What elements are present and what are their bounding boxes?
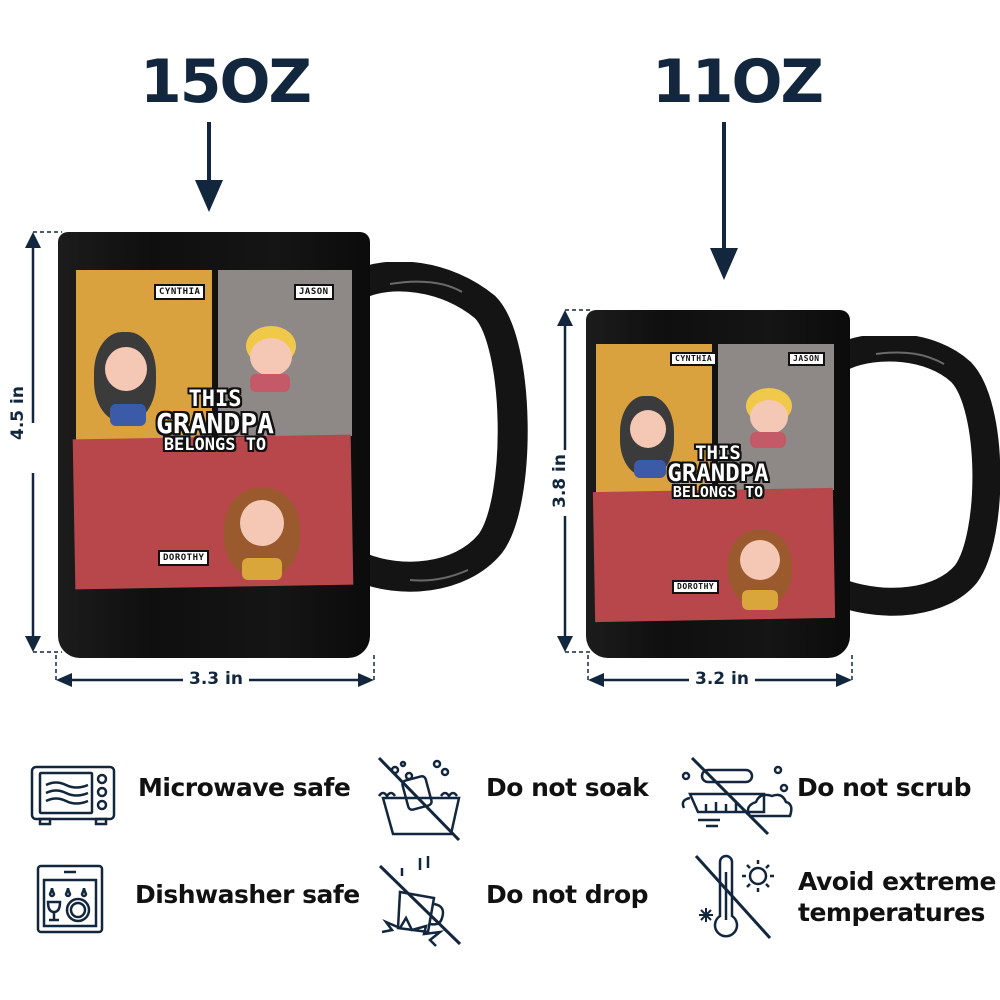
no-drop-icon [378, 856, 462, 947]
name-tag-jason: JASON [788, 352, 825, 366]
name-tag-cynthia: CYNTHIA [670, 352, 718, 366]
slogan-15oz: THIS GRANDPA BELONGS TO [155, 387, 274, 456]
name-tag-dorothy: DOROTHY [158, 550, 210, 566]
width-label-11oz: 3.2 in [689, 671, 755, 688]
microwave-icon [30, 765, 116, 826]
height-dimension-11oz [557, 309, 593, 653]
name-tag-cynthia: CYNTHIA [154, 284, 206, 300]
width-label-15oz: 3.3 in [183, 671, 249, 688]
mug-11oz: CYNTHIA JASON DOROTHY THIS GRANDPA BELON… [586, 310, 850, 658]
no-scrub-icon [681, 756, 793, 836]
no-extreme-temp-icon [694, 854, 774, 940]
height-label-15oz: 4.5 in [8, 382, 28, 444]
care-label-drop: Do not drop [486, 880, 649, 909]
height-label-11oz: 3.8 in [550, 450, 570, 512]
name-tag-dorothy: DOROTHY [672, 580, 720, 594]
size-label-15oz: 15OZ [140, 47, 312, 117]
panel-brick [72, 434, 354, 590]
name-tag-jason: JASON [294, 284, 334, 300]
dishwasher-icon [36, 864, 104, 934]
size-label-11oz: 11OZ [652, 47, 824, 117]
arrow-down-icon [195, 122, 223, 212]
care-label-soak: Do not soak [486, 773, 649, 802]
mug-15oz: CYNTHIA JASON DOROTHY THIS GRANDPA BELON… [58, 232, 370, 658]
care-label-temperature-line-1: Avoid extreme [798, 867, 996, 896]
height-dimension-15oz [25, 231, 62, 653]
mug-handle-15oz [350, 262, 528, 592]
care-label-temperature-line-2: temperatures [798, 898, 985, 928]
care-label-microwave: Microwave safe [138, 773, 351, 802]
slogan-11oz: THIS GRANDPA BELONGS TO [667, 442, 769, 501]
arrow-down-icon [710, 122, 738, 280]
care-label-dishwasher: Dishwasher safe [135, 880, 360, 909]
mug-handle-11oz [836, 336, 1000, 616]
care-label-temperature: Avoid extreme temperatures [798, 866, 996, 929]
no-soak-icon [377, 756, 461, 841]
care-label-scrub: Do not scrub [797, 773, 971, 802]
panel-brick [592, 487, 836, 623]
